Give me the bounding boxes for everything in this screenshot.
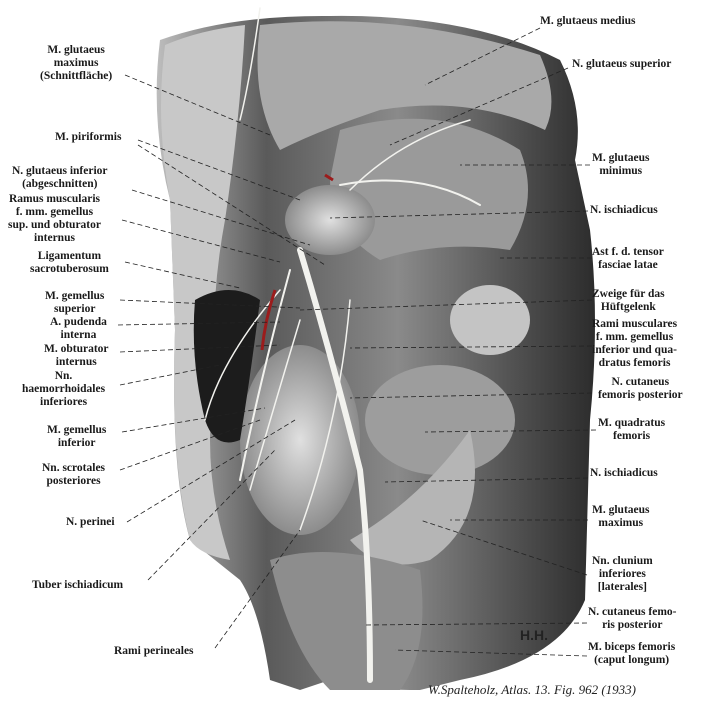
label-line: f. mm. gemellus (595, 331, 674, 343)
label-line: N. ischiadicus (590, 467, 658, 479)
label-line: (caput longum) (594, 654, 670, 666)
label-line: M. gemellus (45, 290, 105, 302)
label-line: (Schnittfläche) (40, 70, 113, 82)
label-line: N. glutaeus inferior (12, 165, 108, 177)
label-line: Zweige für das (592, 288, 665, 300)
label-line: inferiores (40, 396, 88, 408)
label-line: M. gemellus (47, 424, 107, 436)
label-line: N. glutaeus superior (572, 58, 672, 70)
label-line: Nn. scrotales (42, 462, 106, 474)
label-line: Tuber ischiadicum (32, 579, 124, 591)
label-n-ischiadicus-2: N. ischiadicus (590, 467, 658, 480)
label-line: A. pudenda (50, 316, 107, 328)
label-line: superior (53, 303, 96, 315)
leader-lines (117, 27, 597, 657)
label-tuber-ischiadicum: Tuber ischiadicum (32, 579, 123, 592)
obturator-region (240, 345, 360, 535)
label-line: M. quadratus (598, 417, 666, 429)
label-n-ischiadicus-1: N. ischiadicus (590, 204, 658, 217)
label-line: Rami musculares (592, 318, 678, 330)
label-line: N. perinei (66, 516, 115, 528)
label-line: N. cutaneus femo- (588, 606, 677, 618)
label-line: haemorrhoidales (22, 383, 106, 395)
nerves (204, 7, 481, 683)
label-n-gluteus-inferior: N. glutaeus inferior(abgeschnitten) (12, 165, 108, 191)
label-line: M. glutaeus medius (540, 15, 636, 27)
gluteus-medius-region (257, 21, 552, 150)
label-line: inferiores (598, 568, 646, 580)
label-n-perinei: N. perinei (66, 516, 115, 529)
gluteus-maximus-cut-surface (161, 25, 245, 560)
label-line: Rami perineales (114, 645, 194, 657)
label-line: minimus (599, 165, 643, 177)
label-line: sacrotuberosum (30, 263, 109, 275)
label-line: [laterales] (597, 581, 647, 593)
label-line: N. cutaneus (611, 376, 670, 388)
arteries (260, 173, 334, 351)
label-line: internus (34, 232, 75, 244)
label-line: Ast f. d. tensor (592, 246, 664, 258)
label-gluteus-medius: M. glutaeus medius (540, 15, 636, 28)
figure-caption: W.Spalteholz, Atlas. 13. Fig. 962 (1933) (428, 682, 636, 697)
label-rami-perineales: Rami perineales (114, 645, 194, 658)
label-line: M. piriformis (55, 131, 122, 143)
label-biceps-femoris: M. biceps femoris(caput longum) (588, 641, 675, 667)
label-line: M. obturator (44, 343, 109, 355)
label-line: Ligamentum (37, 250, 102, 262)
label-line: Nn. (54, 370, 73, 382)
label-line: femoris (613, 430, 651, 442)
label-line: ris posterior (602, 619, 663, 631)
label-piriformis: M. piriformis (55, 131, 121, 144)
label-line: dratus femoris (598, 357, 671, 369)
label-line: inferior (57, 437, 96, 449)
quadratus-femoris-region (365, 365, 515, 475)
artist-monogram: H.H. (520, 627, 548, 643)
label-line: M. biceps femoris (588, 641, 676, 653)
gluteus-maximus-flap (350, 430, 475, 565)
label-line: sup. und obturator (8, 219, 101, 231)
label-line: femoris posterior (598, 389, 683, 401)
trochanter-region (450, 285, 530, 355)
label-line: (abgeschnitten) (22, 178, 98, 190)
label-line: M. glutaeus (47, 44, 105, 56)
label-line: Nn. clunium (592, 555, 653, 567)
piriformis-region (285, 185, 375, 255)
label-line: N. ischiadicus (590, 204, 658, 216)
label-line: interna (60, 329, 97, 341)
label-n-gluteus-superior: N. glutaeus superior (572, 58, 671, 71)
label-line: fasciae latae (598, 259, 658, 271)
label-line: inferior und qua- (592, 344, 677, 356)
label-line: maximus (53, 57, 99, 69)
gluteus-minimus-region (330, 118, 528, 260)
label-n-cutaneus-2: N. cutaneus femo-ris posterior (588, 606, 676, 632)
label-line: maximus (598, 517, 644, 529)
label-line: posteriores (46, 475, 101, 487)
label-line: Ramus muscularis (8, 193, 101, 205)
label-line: M. glutaeus (592, 152, 650, 164)
label-line: M. glutaeus (592, 504, 650, 516)
label-line: f. mm. gemellus (15, 206, 94, 218)
label-line: Hüftgelenk (600, 301, 656, 313)
label-line: internus (55, 356, 97, 368)
biceps-femoris-region (270, 552, 423, 690)
